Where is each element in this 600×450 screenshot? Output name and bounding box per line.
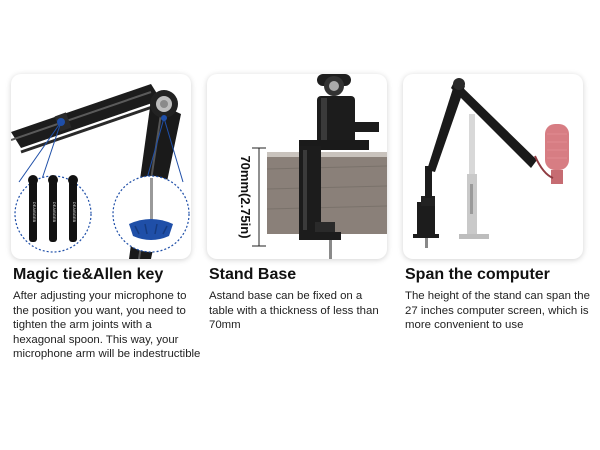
- feature-title-span-computer: Span the computer: [405, 266, 550, 283]
- boom-arm-joint-icon: DEAIBGEB DEAIBGEB DEAIBGEB: [11, 84, 190, 259]
- monitor-icon: [459, 114, 489, 239]
- feature-description-stand-base: Astand base can be fixed on a table with…: [209, 290, 379, 332]
- feature-description-magic-tie: After adjusting your microphone to the p…: [13, 290, 201, 361]
- microphone-icon: [534, 124, 569, 184]
- feature-title-magic-tie: Magic tie&Allen key: [13, 266, 164, 283]
- magic-tie-image: DEAIBGEB DEAIBGEB DEAIBGEB: [11, 74, 191, 259]
- dimension-label: 70mm(2.75in): [238, 155, 253, 238]
- feature-description-span-computer: The height of the stand can span the 27 …: [405, 290, 590, 332]
- desk-clamp-icon: 70mm(2.75in): [238, 74, 387, 259]
- svg-text:DEAIBGEB: DEAIBGEB: [72, 202, 77, 223]
- boom-arm-icon: [413, 78, 569, 248]
- stand-base-image: 70mm(2.75in): [207, 74, 387, 259]
- feature-title-stand-base: Stand Base: [209, 266, 297, 283]
- svg-text:DEAIBGEB: DEAIBGEB: [32, 202, 37, 223]
- allen-key-icon: [129, 178, 173, 240]
- span-computer-image: [403, 74, 583, 259]
- velcro-tie-icon: DEAIBGEB DEAIBGEB DEAIBGEB: [28, 175, 78, 242]
- svg-text:DEAIBGEB: DEAIBGEB: [52, 202, 57, 223]
